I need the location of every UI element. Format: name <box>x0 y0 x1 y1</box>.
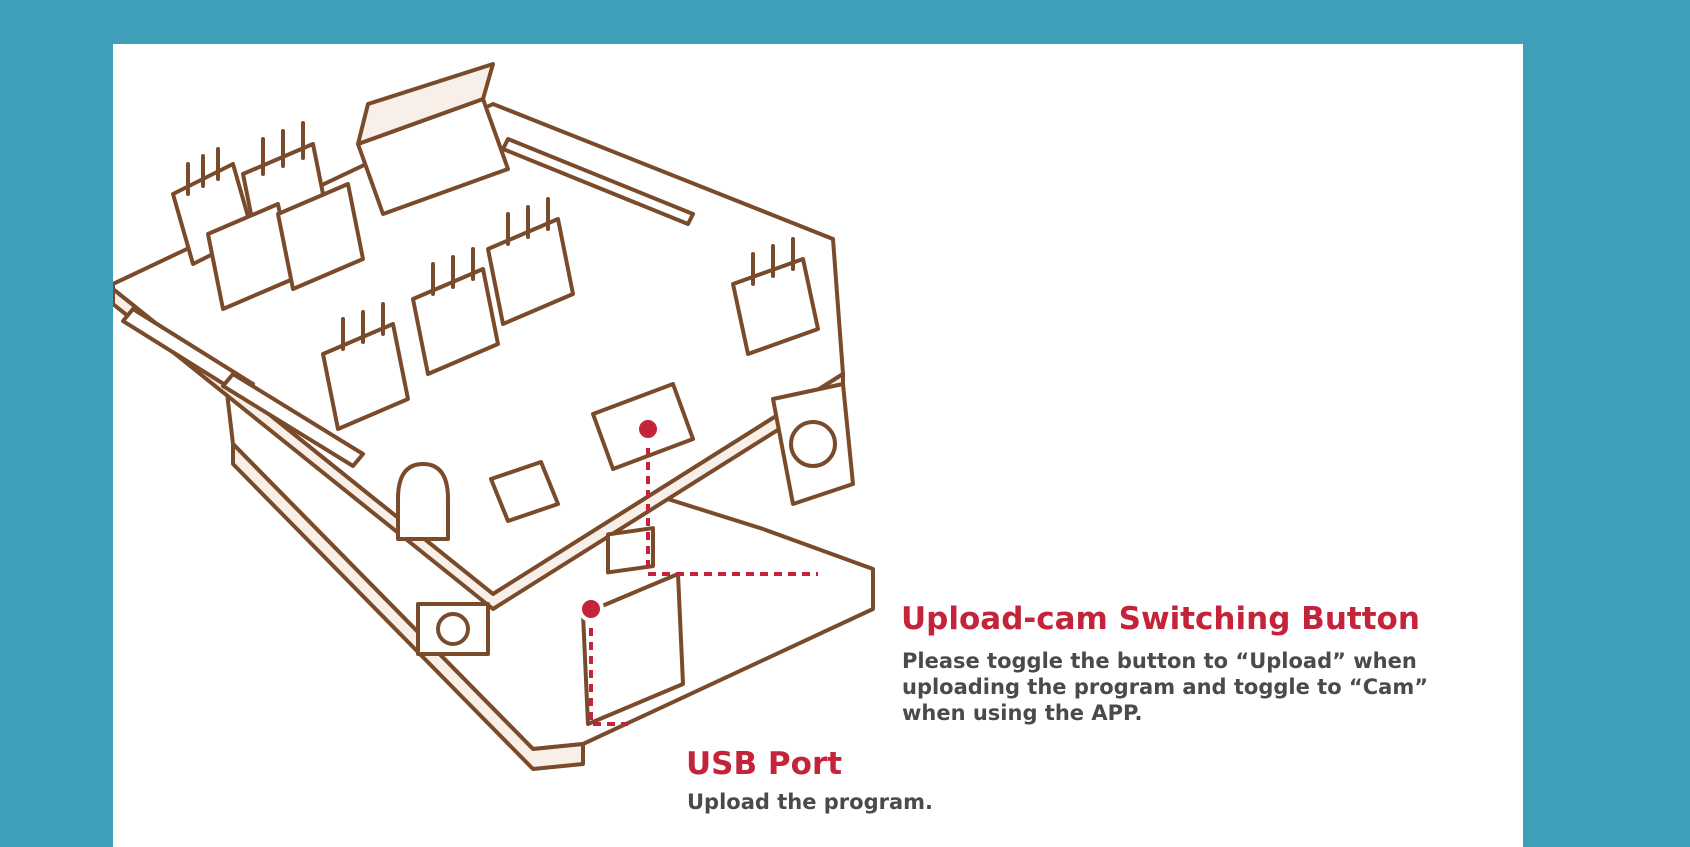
pin-header-right <box>501 137 695 226</box>
connector-block-8 <box>731 237 820 356</box>
connector-block-5 <box>321 302 410 431</box>
usb-port-shape <box>581 572 685 726</box>
connector-block-7 <box>486 197 575 326</box>
pin-header-left-2 <box>221 372 365 468</box>
usb-port-description: Upload the program. <box>687 790 934 814</box>
marker-switch <box>635 416 661 442</box>
connector-block-6 <box>411 247 500 376</box>
marker-usb <box>578 596 604 622</box>
connector-block-4 <box>276 182 365 291</box>
base-board-edge <box>231 442 585 771</box>
leader-line-switch <box>646 434 818 576</box>
upload-cam-switch-description: Please toggle the button to “Upload” whe… <box>902 649 1429 725</box>
board-illustration <box>113 62 875 771</box>
upload-cam-switch-title: Upload-cam Switching Button <box>901 601 1420 637</box>
chip <box>489 460 560 523</box>
usb-port-title: USB Port <box>686 746 843 782</box>
led <box>396 462 450 541</box>
diagram-card: Upload-cam Switching Button Please toggl… <box>113 44 1523 847</box>
